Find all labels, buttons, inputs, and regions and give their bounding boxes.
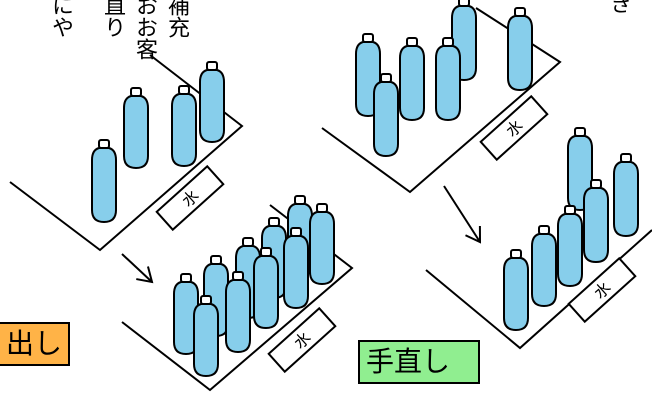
caption-col-2: おお客 bbox=[132, 0, 157, 60]
bottle-cap bbox=[510, 249, 522, 259]
bottle-cap bbox=[514, 7, 526, 17]
plastic-bottle-icon bbox=[435, 37, 461, 122]
bottle-body bbox=[435, 45, 461, 122]
shelf-tray-icon: 水 bbox=[9, 54, 244, 252]
label-left: 出し bbox=[0, 322, 70, 366]
plastic-bottle-icon bbox=[507, 7, 533, 92]
bottle-cap bbox=[590, 179, 602, 189]
tray-label-box: 水 bbox=[567, 256, 637, 324]
bottle-cap bbox=[316, 203, 328, 213]
bottle-body bbox=[283, 235, 309, 310]
caption-col-1: 補充 bbox=[164, 0, 189, 38]
tray-label-box: 水 bbox=[155, 164, 225, 232]
bottle-cap bbox=[290, 227, 302, 237]
bottle-body bbox=[613, 161, 639, 238]
bottle-cap bbox=[98, 139, 110, 149]
bottle-body bbox=[123, 95, 149, 170]
label-right: 手直し bbox=[358, 340, 480, 384]
arrow-down-right-icon bbox=[121, 253, 154, 284]
bottle-cap bbox=[620, 153, 632, 163]
bottle-cap bbox=[574, 127, 586, 137]
plastic-bottle-icon bbox=[503, 249, 529, 332]
bottle-body bbox=[503, 257, 529, 332]
bottle-body bbox=[225, 279, 251, 354]
arrow-head bbox=[136, 266, 154, 284]
bottle-cap bbox=[260, 247, 272, 257]
tray-label-rect bbox=[567, 256, 637, 324]
bottle-cap bbox=[178, 85, 190, 95]
plastic-bottle-icon bbox=[123, 87, 149, 170]
plastic-bottle-icon bbox=[531, 225, 557, 308]
bottle-cap bbox=[564, 205, 576, 215]
bottle-cap bbox=[268, 217, 280, 227]
arrow-down-right-icon bbox=[443, 185, 482, 244]
plastic-bottle-icon bbox=[613, 153, 639, 238]
arrow-shaft bbox=[443, 185, 481, 243]
bottle-cap bbox=[206, 61, 218, 71]
bottle-body bbox=[373, 81, 399, 158]
tray-label-rect bbox=[479, 94, 549, 162]
bottle-body bbox=[531, 233, 557, 308]
bottle-body bbox=[399, 45, 425, 122]
tray-label-box: 水 bbox=[267, 306, 337, 374]
plastic-bottle-icon bbox=[583, 179, 609, 264]
arrow-group bbox=[121, 185, 482, 284]
bottle-body bbox=[557, 213, 583, 288]
bottle-cap bbox=[210, 255, 222, 265]
tray-label-rect bbox=[155, 164, 225, 232]
bottle-cap bbox=[406, 37, 418, 47]
bottle-body bbox=[507, 15, 533, 92]
bottle-cap bbox=[200, 295, 212, 305]
bottle-cap bbox=[538, 225, 550, 235]
plastic-bottle-icon bbox=[171, 85, 197, 168]
plastic-bottle-icon bbox=[283, 227, 309, 310]
bottle-body bbox=[583, 187, 609, 264]
bottle-body bbox=[171, 93, 197, 168]
bottle-cap bbox=[232, 271, 244, 281]
bottle-body bbox=[309, 211, 335, 286]
plastic-bottle-icon bbox=[199, 61, 225, 144]
plastic-bottle-icon bbox=[309, 203, 335, 286]
bottle-cap bbox=[458, 0, 470, 7]
bottle-body bbox=[193, 303, 219, 378]
bottle-cap bbox=[442, 37, 454, 47]
bottle-cap bbox=[180, 273, 192, 283]
shelf-tray-icon: 水 bbox=[425, 229, 652, 350]
plastic-bottle-icon bbox=[91, 139, 117, 224]
caption-right: き bbox=[606, 0, 631, 14]
bottle-cap bbox=[362, 33, 374, 43]
arrow-head bbox=[465, 225, 482, 244]
bottle-cap bbox=[130, 87, 142, 97]
arrow-shaft bbox=[121, 253, 153, 283]
bottle-body bbox=[199, 69, 225, 144]
bottle-body bbox=[253, 255, 279, 330]
plastic-bottle-icon bbox=[557, 205, 583, 288]
bottle-cap bbox=[242, 237, 254, 247]
tray-edge bbox=[9, 54, 244, 252]
plastic-bottle-icon bbox=[399, 37, 425, 122]
plastic-bottle-icon bbox=[225, 271, 251, 354]
bottle-body bbox=[91, 147, 117, 224]
caption-col-3: 直り bbox=[100, 0, 125, 38]
shelf-tray-icon: 水 bbox=[121, 204, 354, 392]
bottle-group bbox=[91, 0, 639, 378]
tray-label-box: 水 bbox=[479, 94, 549, 162]
plastic-bottle-icon bbox=[373, 73, 399, 158]
plastic-bottle-icon bbox=[193, 295, 219, 378]
tray-label-rect bbox=[267, 306, 337, 374]
bottle-cap bbox=[380, 73, 392, 83]
bottle-cap bbox=[294, 195, 306, 205]
plastic-bottle-icon bbox=[253, 247, 279, 330]
caption-col-4: にや bbox=[48, 0, 73, 38]
